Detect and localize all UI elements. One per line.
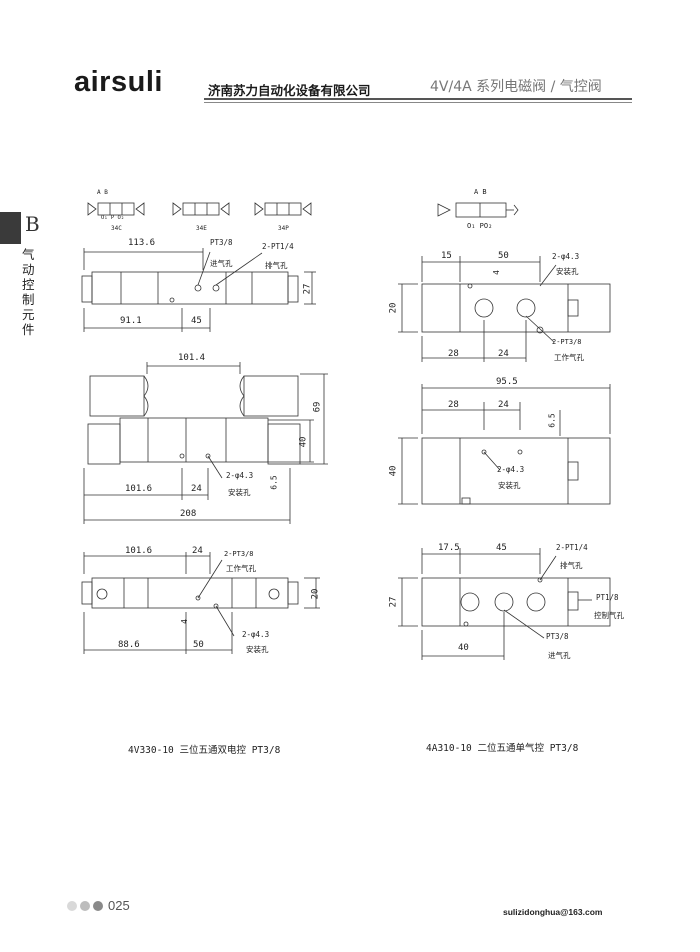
company-name: 济南苏力自动化设备有限公司: [208, 83, 371, 98]
port-desc: 控制气孔: [594, 611, 624, 620]
right-drawing-caption: 4A310-10 二位五通单气控 PT3/8: [426, 743, 579, 754]
dim-label: 40: [458, 643, 469, 653]
port-label: 2-PT3/8: [224, 550, 254, 558]
symbol-ports-ab: A B: [97, 189, 108, 196]
mount-hole-desc: 安装孔: [556, 267, 579, 276]
port-desc: 工作气孔: [226, 564, 256, 573]
left-top-view: [81, 248, 316, 332]
header-rule: [204, 98, 632, 100]
footer-dot: [67, 901, 77, 911]
mount-hole-label: 2-φ4.3: [497, 465, 525, 474]
port-label: 2-PT1/4: [556, 543, 588, 552]
dim-label: 50: [498, 251, 509, 261]
dim-label: 28: [448, 349, 459, 359]
port-desc: 进气孔: [210, 259, 233, 268]
right-middle-view: [398, 384, 611, 505]
symbol-ports-ab: A B: [474, 188, 487, 196]
footer-dot: [80, 901, 90, 911]
dim-label: 24: [191, 484, 202, 494]
dim-label: 45: [191, 316, 202, 326]
series-title: 4V/4A 系列电磁阀 / 气控阀: [430, 79, 602, 95]
port-label: PT3/8: [210, 238, 233, 247]
dim-label: 27: [388, 596, 399, 608]
dim-label: 208: [180, 509, 197, 519]
port-label: 2-PT1/4: [262, 242, 294, 251]
mount-hole-label: 2-φ4.3: [242, 630, 270, 639]
mount-hole-desc: 安装孔: [246, 645, 269, 654]
left-drawing-caption: 4V330-10 三位五通双电控 PT3/8: [128, 745, 281, 756]
dim-label: 6.5: [269, 475, 279, 490]
dim-label: 4: [491, 270, 501, 275]
dim-label: 40: [298, 436, 309, 448]
dim-label: 24: [192, 546, 203, 556]
port-desc: 工作气孔: [554, 353, 584, 362]
dim-label: 40: [388, 465, 399, 477]
symbol-code-34c: 34C: [111, 225, 122, 232]
dim-label: 113.6: [128, 238, 156, 248]
symbol-ports-bottom: O₁ PO₂: [467, 222, 493, 230]
brand-logo: airsuli: [74, 66, 163, 98]
valve-symbol-34p: [254, 202, 312, 216]
mount-hole-desc: 安装孔: [498, 481, 521, 490]
symbol-code-34e: 34E: [196, 225, 207, 232]
dim-label: 15: [441, 251, 452, 261]
valve-symbol-4a310: [437, 202, 519, 218]
dim-label: 101.6: [125, 484, 153, 494]
port-desc: 排气孔: [265, 261, 288, 270]
mount-hole-label: 2-φ4.3: [552, 252, 580, 261]
mount-hole-desc: 安装孔: [228, 488, 251, 497]
section-tab: [0, 212, 21, 244]
dim-label: 28: [448, 400, 459, 410]
left-bottom-view: [81, 552, 320, 654]
dim-label: 6.5: [547, 413, 557, 428]
section-letter: B: [25, 212, 40, 236]
dim-label: 24: [498, 400, 509, 410]
port-label: PT1/8: [596, 593, 619, 602]
right-top-view: [398, 256, 611, 362]
mount-hole-label: 2-φ4.3: [226, 471, 254, 480]
symbol-code-34p: 34P: [278, 225, 289, 232]
dim-label: 101.4: [178, 353, 206, 363]
dim-label: 69: [312, 401, 323, 413]
port-label: PT3/8: [546, 632, 569, 641]
symbol-ports-bottom: O₁ P O₂: [101, 215, 125, 221]
left-front-view: [83, 362, 328, 524]
dim-label: 20: [388, 302, 399, 314]
page-number: 025: [108, 898, 130, 913]
dim-label: 50: [193, 640, 204, 650]
dim-label: 24: [498, 349, 509, 359]
dim-label: 20: [310, 588, 321, 600]
port-desc: 排气孔: [560, 561, 583, 570]
right-bottom-view: [398, 548, 611, 660]
port-label: 2-PT3/8: [552, 338, 582, 346]
dim-label: 4: [179, 619, 189, 624]
dim-label: 45: [496, 543, 507, 553]
dim-label: 91.1: [120, 316, 142, 326]
valve-symbol-34c: [87, 202, 145, 216]
dim-label: 17.5: [438, 543, 460, 553]
dim-label: 101.6: [125, 546, 153, 556]
valve-symbol-34e: [172, 202, 230, 216]
dim-label: 88.6: [118, 640, 140, 650]
contact-email: sulizidonghua@163.com: [503, 907, 603, 917]
header-rule-thin: [204, 102, 632, 103]
footer-dot: [93, 901, 103, 911]
dim-label: 95.5: [496, 377, 518, 387]
section-label: 气动控制元件: [22, 247, 35, 337]
port-desc: 进气孔: [548, 651, 571, 660]
dim-label: 27: [302, 283, 313, 295]
